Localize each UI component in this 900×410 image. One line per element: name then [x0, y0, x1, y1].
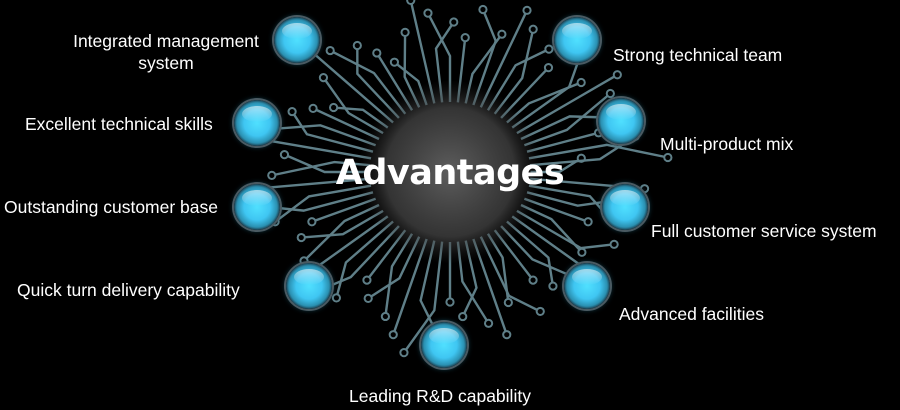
circuit-trace — [312, 107, 380, 141]
circuit-trace — [520, 115, 611, 141]
circuit-pad — [583, 217, 593, 227]
circuit-pad — [612, 70, 622, 80]
circuit-pad — [388, 330, 398, 340]
circuit-pad — [362, 275, 372, 285]
circuit-pad — [380, 311, 390, 322]
circuit-trace — [506, 220, 555, 287]
circuit-trace — [291, 110, 374, 153]
circuit-pad — [267, 170, 277, 180]
circuit-trace — [301, 209, 384, 239]
circuit-pad — [502, 330, 512, 340]
glowing-orb-icon — [234, 100, 280, 146]
circuit-trace — [255, 177, 370, 190]
circuit-pad — [543, 63, 554, 73]
circuit-pad — [308, 103, 318, 113]
advantage-label-multi-product: Multi-product mix — [660, 134, 794, 154]
diagram-title: Advantages — [335, 153, 565, 193]
glowing-orb-icon — [564, 263, 610, 309]
circuit-trace — [528, 143, 669, 160]
circuit-trace — [516, 209, 615, 250]
circuit-pad — [400, 27, 410, 37]
circuit-trace — [472, 9, 498, 106]
center-halo — [358, 80, 542, 264]
glowing-orb-icon — [602, 184, 648, 230]
circuit-pad — [279, 150, 290, 160]
advantage-label-customer-base: Outstanding customer base — [4, 197, 219, 217]
circuit-trace — [530, 135, 636, 167]
advantage-label-rnd: Leading R&D capability — [349, 386, 531, 406]
advantage-label-technical-skills: Excellent technical skills — [25, 114, 213, 134]
circuit-pad — [548, 281, 558, 291]
circuit-pad — [528, 24, 538, 34]
circuit-trace — [303, 203, 380, 262]
circuit-pad — [329, 102, 339, 113]
advantage-label-facilities: Advanced facilities — [619, 304, 764, 324]
circuit-trace — [335, 220, 394, 299]
circuit-pad — [609, 239, 619, 249]
circuit-pad — [576, 77, 586, 88]
circuit-pad — [503, 297, 513, 308]
advantage-label-technical-team: Strong technical team — [613, 45, 783, 65]
circuit-pad — [372, 48, 382, 58]
glowing-orb-icon — [421, 322, 467, 368]
circuit-pad — [318, 72, 329, 83]
circuit-pad — [287, 106, 297, 117]
circuit-trace — [511, 52, 583, 129]
circuit-pad — [445, 297, 455, 307]
circuit-trace — [402, 241, 444, 354]
advantage-label-quick-turn: Quick turn delivery capability — [17, 280, 240, 300]
circuit-trace — [523, 92, 612, 147]
circuit-trace — [516, 73, 618, 135]
circuit-pad — [406, 0, 416, 5]
circuit-pad — [363, 293, 373, 303]
circuit-pad — [478, 4, 488, 15]
advantage-label-integrated-management: Integrated management system — [73, 31, 259, 73]
circuit-pad — [331, 293, 342, 303]
circuit-pad — [352, 40, 362, 51]
glowing-orb-icon — [554, 17, 600, 63]
circuit-pad — [325, 45, 335, 56]
glowing-orb-icon — [286, 263, 332, 309]
circuit-pad — [577, 247, 587, 257]
circuit-pad — [399, 348, 409, 358]
circuit-pad — [639, 184, 650, 194]
advantage-label-customer-service: Full customer service system — [651, 221, 877, 241]
circuit-trace — [356, 45, 400, 119]
circuit-pad — [307, 217, 317, 227]
circuit-pad — [449, 17, 459, 27]
circuit-pad — [296, 232, 306, 243]
circuit-pad — [460, 33, 470, 43]
circuit-trace — [274, 184, 372, 223]
circuit-pad — [423, 8, 433, 18]
circuit-trace — [479, 236, 541, 313]
circuit-pad — [605, 88, 615, 99]
circuit-pad — [483, 318, 494, 328]
circuit-trace — [306, 47, 394, 124]
circuit-pad — [663, 152, 673, 163]
circuit-pad — [535, 306, 545, 317]
glowing-orb-icon — [598, 98, 644, 144]
circuit-trace — [272, 124, 377, 147]
circuit-pad — [389, 57, 400, 67]
circuit-pad — [544, 44, 554, 54]
circuit-trace — [283, 153, 370, 174]
glowing-orb-icon — [234, 184, 280, 230]
circuit-pad — [458, 311, 468, 322]
circuit-pad — [522, 5, 532, 15]
circuit-trace — [523, 197, 589, 223]
circuit-pad — [528, 275, 538, 285]
glowing-orb-icon — [274, 17, 320, 63]
circuit-trace — [271, 160, 370, 177]
circuit-pad — [497, 29, 507, 39]
